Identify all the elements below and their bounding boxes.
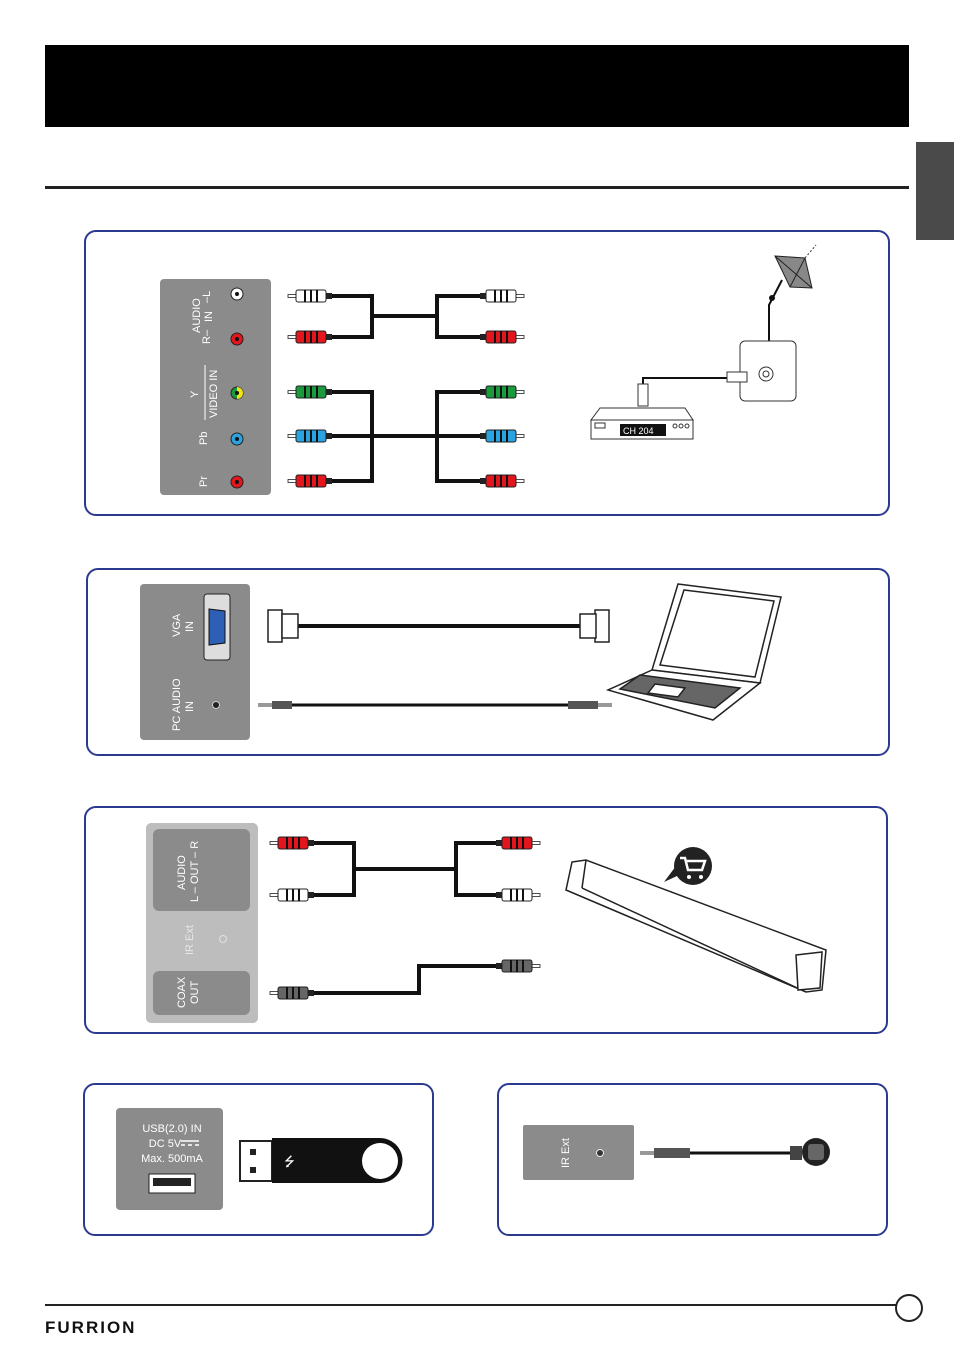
usb-dc-label: DC 5V [149,1138,182,1150]
usb-flash-drive-icon: ⭍ [239,1138,403,1183]
pb-label: Pb [198,432,210,445]
video-pr-jack [230,475,244,489]
rca-plug-left [287,330,332,344]
rca-plug-right [480,289,525,303]
audio-out-label: AUDIO [176,855,188,890]
stb-display: CH 204 [623,426,654,436]
satellite-dish-icon [769,244,817,301]
rca-plug-left [287,289,332,303]
set-top-box-icon: CH 204 [590,383,694,440]
rca-plug-left [269,836,314,850]
usb-label: USB(2.0) IN [142,1123,201,1135]
usb-connection-panel [83,1083,434,1236]
ir-port-panel [523,1125,634,1180]
video-pb-jack [230,432,244,446]
pc-audio-label-2: IN [184,701,196,712]
laptop-icon [605,583,782,721]
ir-ext-port-label: IR Ext [560,1138,572,1168]
vga-cable-icon [267,609,610,643]
coax-plug-left [269,986,314,1000]
ir-ext-jack [596,1149,604,1157]
ir-ext-label: IR Ext [184,925,196,955]
page-number-circle [895,1294,923,1322]
pc-audio-label: PC AUDIO [171,678,183,731]
rca-plug-right [480,474,525,488]
wall-antenna-plate-icon [726,340,797,402]
pc-audio-jack [212,701,220,709]
pc-input-port-panel [140,584,250,740]
vga-in-label: VGA [171,613,183,637]
rca-plug-right [480,385,525,399]
av-input-port-panel [160,279,271,495]
header-bar [45,45,909,127]
audio-in-label: AUDIO [191,298,203,333]
usb-port-panel [116,1108,223,1210]
audio-out-connection-panel [84,806,888,1034]
audio-r-jack [230,332,244,346]
rca-plug-right [496,888,541,902]
vga-port-icon [203,593,231,661]
audio-l-label: –L [201,291,213,303]
soundbar-icon [565,859,827,993]
vga-in-label-2: IN [184,621,196,632]
svg-text:⭍: ⭍ [284,1154,295,1169]
audio-r-label: R– [201,329,213,344]
furrion-logo: FURRION [45,1318,136,1337]
usb-port-icon [148,1173,196,1194]
ir-ext-jack [219,935,227,943]
rca-plug-left [269,888,314,902]
side-tab [916,142,954,240]
rca-plug-left [287,429,332,443]
rca-plug-right [480,429,525,443]
ir-connection-panel [497,1083,888,1236]
coax-plug-right [496,959,541,973]
audio-l-jack [230,287,244,301]
y-label: Y [189,390,201,398]
vga-connection-panel [86,568,890,756]
video-y-jack [230,386,244,400]
usb-max-current-label: Max. 500mA [141,1153,203,1165]
rca-plug-left [287,385,332,399]
shopping-cart-icon [664,847,712,885]
coax-out-label: COAX [176,976,188,1008]
section-divider [45,186,909,189]
audio-in-label-2: IN [203,311,215,322]
pr-label: Pr [198,476,210,487]
video-in-label: VIDEO IN [208,370,220,418]
audio-out-lr-label: L – OUT – R [189,841,201,902]
rca-plug-left [287,474,332,488]
audio-cable-plugs [258,701,612,709]
component-connection-panel [84,230,890,516]
rca-plug-right [496,836,541,850]
ir-extender-cable-icon [640,1138,830,1166]
rca-plug-right [480,330,525,344]
coax-out-label-2: OUT [189,981,201,1005]
